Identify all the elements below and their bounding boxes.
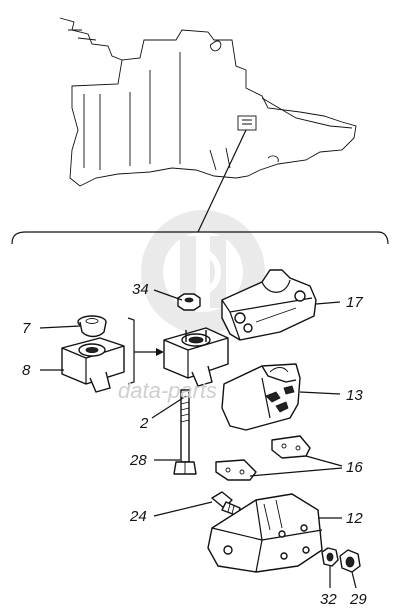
part-16-plates [215, 435, 311, 481]
leader-lines [39, 289, 357, 589]
callout-2: 2 [139, 415, 149, 432]
callout-24: 24 [129, 508, 147, 525]
leader-2 [151, 395, 187, 419]
part-8-mount-pad [61, 337, 125, 393]
leader-7 [39, 325, 81, 329]
chassis-outline [59, 17, 357, 187]
callout-29: 29 [349, 591, 367, 608]
callout-12: 12 [346, 510, 363, 527]
leader-29 [351, 571, 357, 589]
watermark-logo [141, 210, 265, 334]
part-2-mount-pad [163, 327, 229, 387]
callout-13: 13 [346, 387, 363, 404]
leader-34 [153, 289, 183, 301]
callout-16: 16 [346, 459, 363, 476]
callout-34: 34 [132, 281, 149, 298]
part-32-nut [321, 547, 339, 567]
part-28-bolt [173, 389, 197, 475]
callout-7: 7 [22, 320, 31, 337]
group-bracket [127, 317, 135, 385]
part-13-cushion [221, 363, 301, 431]
detail-bracket [11, 231, 389, 245]
leader-16b [249, 467, 343, 477]
part-17-upper-bracket [221, 269, 317, 341]
callout-8: 8 [22, 362, 31, 379]
callout-32: 32 [320, 591, 337, 608]
leader-16a [305, 455, 343, 467]
callout-17: 17 [346, 294, 363, 311]
part-7-grommet [77, 315, 107, 338]
part-34-nut [177, 293, 201, 311]
callout-28: 28 [129, 452, 147, 469]
part-12-lower-bracket [207, 493, 323, 573]
leader-17 [315, 301, 341, 305]
detail-leader-line [197, 129, 247, 233]
leader-24 [153, 501, 213, 517]
leader-13 [299, 391, 341, 395]
part-29-nut [339, 549, 361, 573]
watermark-text: data-parts [118, 378, 217, 403]
